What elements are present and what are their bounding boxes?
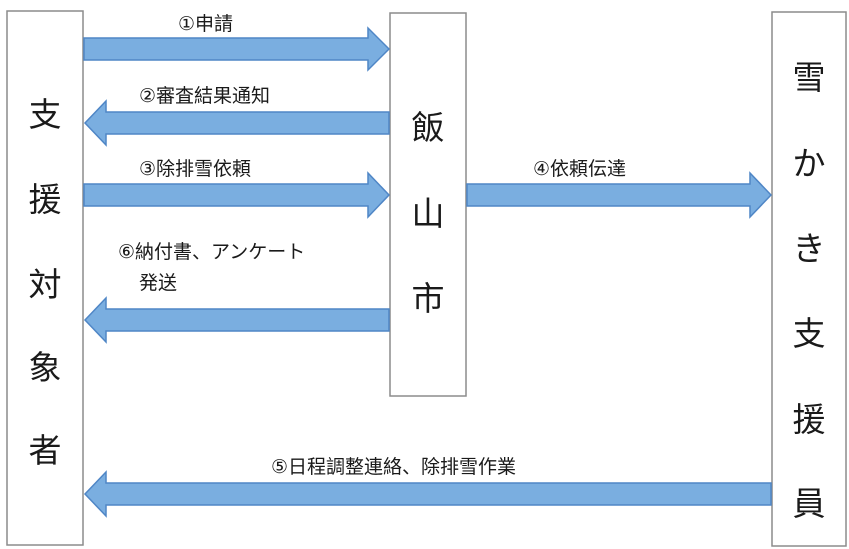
arrow-2-result — [83, 99, 390, 147]
step-6-label-line2: 発送 — [139, 272, 177, 294]
city-char: 市 — [412, 279, 445, 318]
helper-char: か — [793, 144, 826, 183]
arrow-1-apply — [83, 26, 391, 72]
helper-char: き — [793, 229, 826, 268]
recipient-char: 支 — [29, 95, 62, 134]
recipient-box — [6, 10, 84, 546]
step-5-label: ⑤日程調整連絡、除排雪作業 — [271, 456, 516, 478]
arrow-4-forward — [466, 171, 773, 219]
arrow-5-schedule — [83, 470, 772, 518]
recipient-char: 象 — [29, 348, 62, 387]
helper-char: 雪 — [793, 58, 826, 97]
city-box — [389, 12, 467, 397]
helper-box — [771, 11, 847, 547]
helper-char: 員 — [793, 484, 826, 523]
city-char: 山 — [412, 194, 445, 233]
step-1-label: ①申請 — [178, 13, 233, 35]
step-4-label: ④依頼伝達 — [533, 158, 626, 180]
recipient-char: 対 — [29, 265, 62, 304]
recipient-char: 者 — [29, 431, 62, 470]
step-6-label-line1: ⑥納付書、アンケート — [118, 241, 305, 263]
city-char: 飯 — [412, 108, 445, 147]
helper-char: 支 — [793, 314, 826, 353]
arrow-3-request — [83, 171, 391, 219]
arrow-6-dispatch — [83, 296, 390, 344]
step-2-label: ②審査結果通知 — [139, 85, 270, 107]
recipient-char: 援 — [29, 180, 62, 219]
step-3-label: ③除排雪依頼 — [139, 158, 251, 180]
helper-char: 援 — [793, 400, 826, 439]
